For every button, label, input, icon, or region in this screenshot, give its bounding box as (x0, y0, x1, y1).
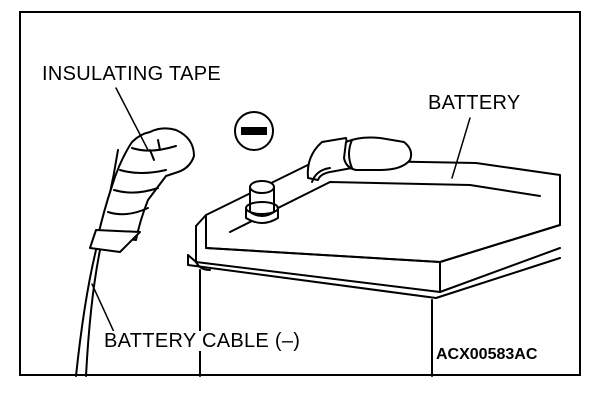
label-insulating-tape: INSULATING TAPE (42, 63, 221, 85)
label-battery-cable: BATTERY CABLE (–) (104, 330, 301, 352)
negative-terminal-post (245, 180, 279, 224)
battery (187, 159, 561, 377)
negative-battery-cable (75, 127, 195, 377)
positive-terminal-cover (306, 136, 413, 183)
leader-insulating-tape (115, 87, 149, 151)
label-battery: BATTERY (428, 92, 521, 114)
minus-symbol-icon (234, 111, 274, 151)
leader-battery-cable (91, 283, 115, 333)
figure-code: ACX00583AC (436, 346, 538, 363)
leader-lines (91, 87, 471, 333)
leader-battery (451, 117, 471, 179)
